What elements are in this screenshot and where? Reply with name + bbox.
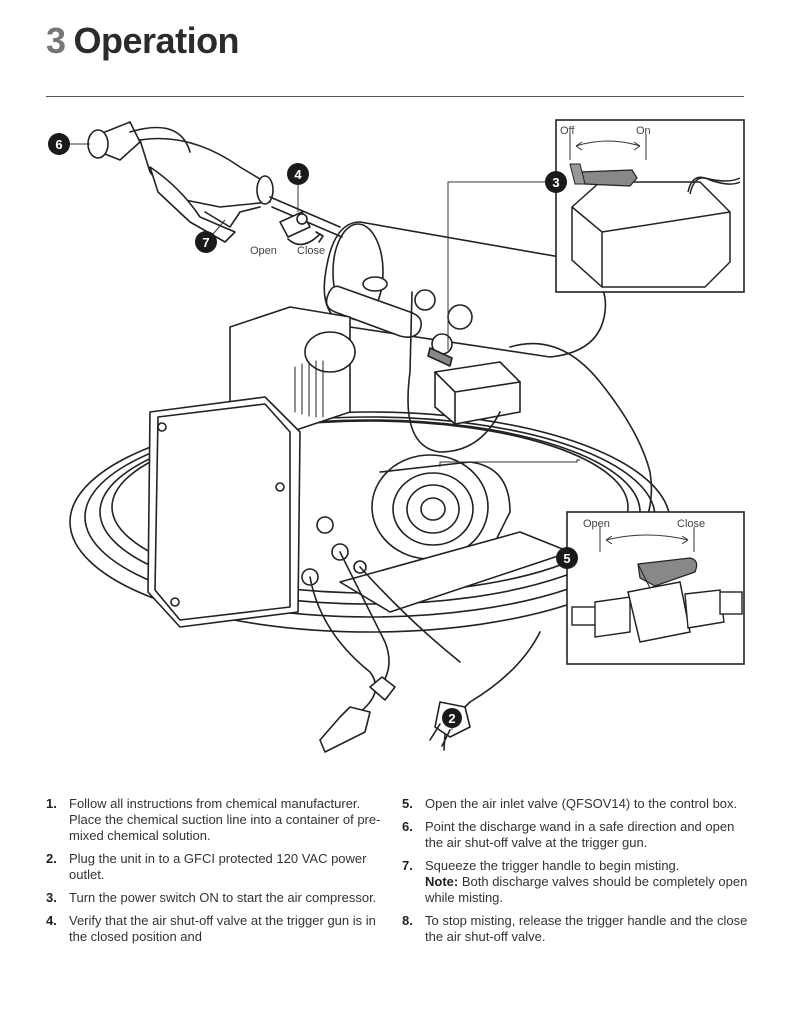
step-text: Verify that the air shut-off valve at th… [69, 913, 376, 944]
step-number: 7. [402, 858, 413, 873]
step-5: 5. Open the air inlet valve (QFSOV14) to… [402, 796, 752, 812]
switch-on-label: On [636, 125, 651, 137]
callout-2: 2 [442, 708, 462, 728]
gun-valve-open-label: Open [250, 245, 277, 257]
callout-7: 7 [195, 231, 217, 253]
section-title: Operation [73, 20, 240, 61]
step-2: 2. Plug the unit in to a GFCI protected … [46, 851, 386, 883]
step-text: Turn the power switch ON to start the ai… [69, 890, 377, 905]
power-switch-inset: Off On [555, 119, 745, 293]
svg-text:3: 3 [552, 175, 559, 190]
step-1: 1. Follow all instructions from chemical… [46, 796, 386, 844]
steps-column-left: 1. Follow all instructions from chemical… [46, 796, 386, 952]
step-number: 3. [46, 890, 57, 905]
step-number: 1. [46, 796, 57, 811]
step-text: Follow all instructions from chemical ma… [69, 796, 381, 843]
suction-line [309, 576, 377, 713]
gun-valve-close-label: Close [297, 245, 325, 257]
air-inlet-valve-inset: Open Close [566, 511, 745, 665]
step-text: Squeeze the trigger handle to begin mist… [425, 858, 680, 873]
callout-4: 4 [287, 163, 309, 185]
inlet-open-label: Open [583, 518, 610, 530]
section-number: 3 [46, 20, 66, 61]
note-text: Both discharge valves should be complete… [425, 874, 748, 905]
svg-text:6: 6 [55, 137, 62, 152]
step-6: 6. Point the discharge wand in a safe di… [402, 819, 752, 851]
mister-diagram: Off On Open Close Open Close 6 [48, 119, 745, 753]
svg-text:7: 7 [202, 235, 209, 250]
step-number: 2. [46, 851, 57, 866]
header-divider [46, 96, 744, 97]
step-number: 6. [402, 819, 413, 834]
inlet-close-label: Close [677, 518, 705, 530]
callout-6: 6 [48, 133, 70, 155]
step-text: To stop misting, release the trigger han… [425, 913, 748, 944]
step-text: Point the discharge wand in a safe direc… [425, 819, 735, 850]
trigger-gun [139, 137, 271, 208]
step-number: 4. [46, 913, 57, 928]
step-text-block: Squeeze the trigger handle to begin mist… [425, 858, 752, 906]
callout-3: 3 [545, 171, 567, 193]
step-3: 3. Turn the power switch ON to start the… [46, 890, 386, 906]
callout-5: 5 [556, 547, 578, 569]
step-number: 5. [402, 796, 413, 811]
svg-text:2: 2 [448, 711, 455, 726]
small-control-box [434, 361, 521, 425]
note-label: Note: [425, 874, 459, 889]
svg-text:4: 4 [294, 167, 302, 182]
equipment-illustration: Off On Open Close Open Close 6 [40, 112, 750, 762]
step-text: Open the air inlet valve (QFSOV14) to th… [425, 796, 738, 811]
steps-column-right: 5. Open the air inlet valve (QFSOV14) to… [402, 796, 752, 952]
svg-text:5: 5 [563, 551, 570, 566]
step-4: 4. Verify that the air shut-off valve at… [46, 913, 386, 945]
step-text: Plug the unit in to a GFCI protected 120… [69, 851, 367, 882]
power-cord [459, 631, 541, 713]
step-7: 7. Squeeze the trigger handle to begin m… [402, 858, 752, 906]
step-8: 8. To stop misting, release the trigger … [402, 913, 752, 945]
switch-off-label: Off [560, 125, 575, 137]
step-number: 8. [402, 913, 413, 928]
